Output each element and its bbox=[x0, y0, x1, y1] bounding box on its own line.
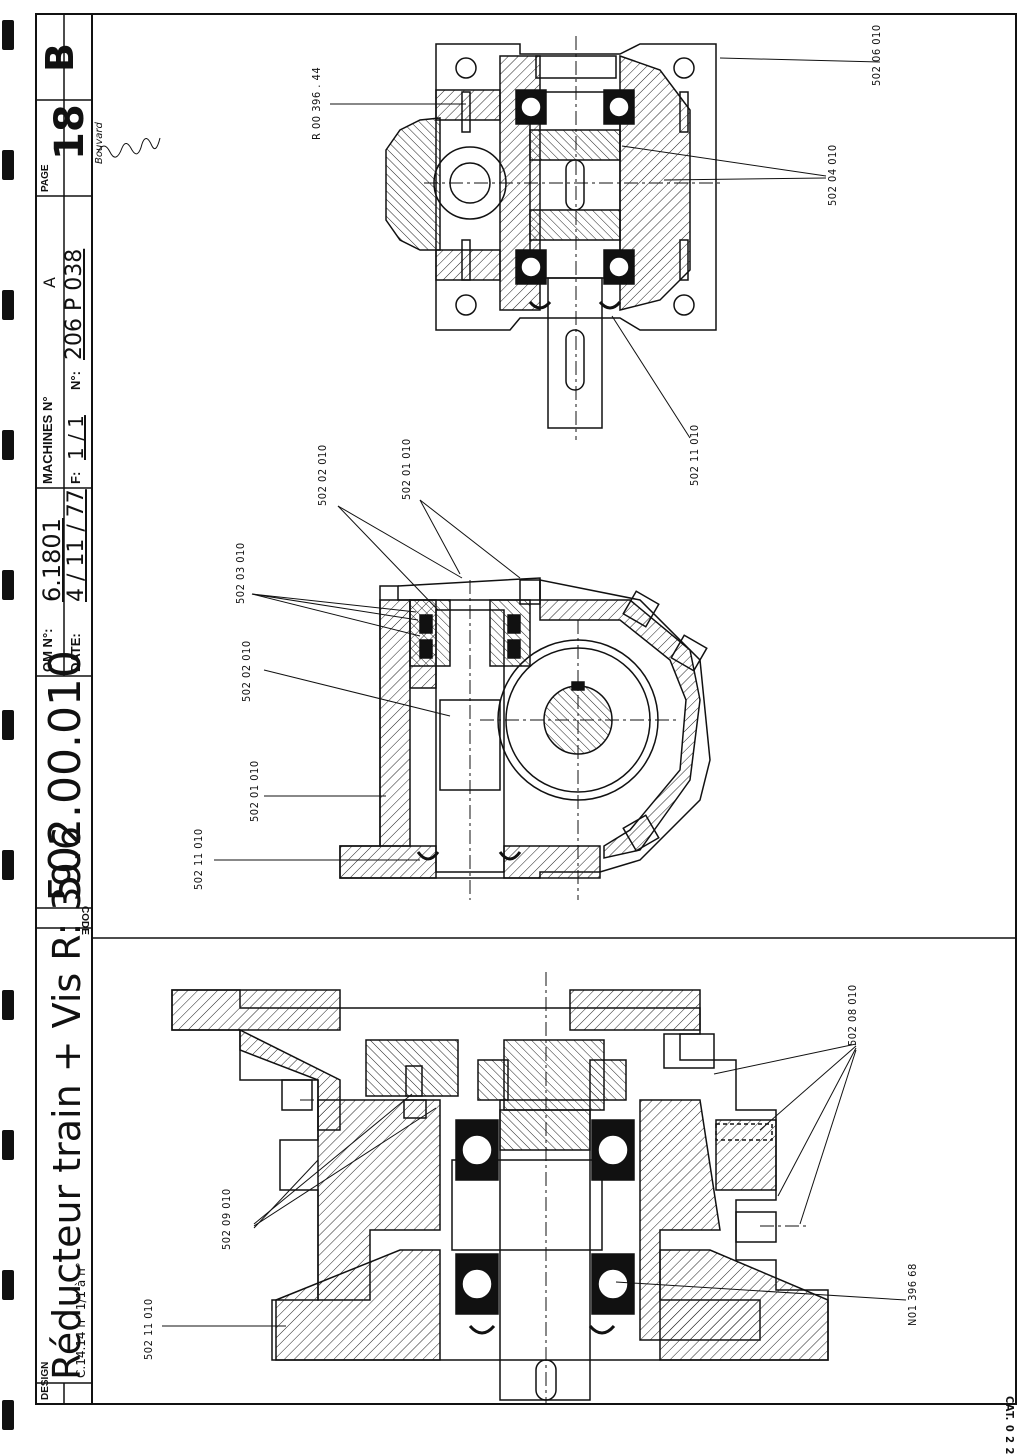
n-label: N°: bbox=[68, 371, 83, 390]
f-label: F: bbox=[68, 471, 83, 484]
date-label: DATE: bbox=[68, 633, 83, 672]
part-label: 502 02 010 bbox=[316, 444, 329, 506]
part-label: 502 01 010 bbox=[248, 760, 261, 822]
date-value: 4 / 11 / 77 bbox=[64, 489, 89, 602]
part-label: 502 11 010 bbox=[142, 1298, 155, 1360]
bottom-view bbox=[162, 972, 907, 1404]
binder-hole bbox=[2, 430, 14, 460]
binder-hole bbox=[2, 710, 14, 740]
part-label: 502 01 010 bbox=[400, 438, 413, 500]
binder-hole bbox=[2, 990, 14, 1020]
part-label: 502 09 010 bbox=[220, 1188, 233, 1250]
signature: Bouvard bbox=[94, 122, 105, 164]
binder-hole bbox=[2, 290, 14, 320]
top-right-view bbox=[330, 36, 881, 440]
om-value: 6.1801 bbox=[38, 518, 66, 602]
part-label: 502 03 010 bbox=[234, 542, 247, 604]
binder-hole bbox=[2, 850, 14, 880]
part-label: 502 02 010 bbox=[240, 640, 253, 702]
title-block-grid bbox=[36, 14, 92, 1404]
part-label: N01 396 68 bbox=[906, 1263, 919, 1326]
cat-footer: CAT. 0 2 2 bbox=[1003, 1396, 1016, 1455]
binder-hole bbox=[2, 1130, 14, 1160]
part-label: 502 11 010 bbox=[688, 424, 701, 486]
part-label: 502 06 010 bbox=[870, 24, 883, 86]
revision-letter: B bbox=[38, 43, 82, 72]
page-label: PAGE bbox=[40, 164, 51, 192]
part-label: 502 08 010 bbox=[846, 984, 859, 1046]
binder-hole bbox=[2, 150, 14, 180]
binder-hole bbox=[2, 1270, 14, 1300]
om-label: OM N°: bbox=[40, 628, 55, 672]
f-value: 1 / 1 bbox=[64, 415, 88, 460]
part-label: 502 11 010 bbox=[192, 828, 205, 890]
frame bbox=[35, 13, 1017, 1405]
middle-view bbox=[214, 499, 711, 900]
machines-value: A bbox=[40, 277, 59, 288]
design-note: C.14.14 n° 1/1 à n° bbox=[74, 1262, 88, 1378]
n-value: 206 P 038 bbox=[62, 248, 87, 360]
signature-scribble bbox=[97, 137, 161, 158]
part-label: 502 04 010 bbox=[826, 144, 839, 206]
code-value: 502.00.010 bbox=[40, 650, 91, 902]
page-number: 18 bbox=[47, 104, 93, 160]
part-label: R 00 396 . 44 bbox=[310, 66, 323, 140]
machines-label: MACHINES N° bbox=[40, 396, 55, 484]
binder-hole bbox=[2, 570, 14, 600]
binder-hole bbox=[2, 1400, 14, 1430]
binder-hole bbox=[2, 20, 14, 50]
code-label: CODE bbox=[79, 906, 90, 935]
